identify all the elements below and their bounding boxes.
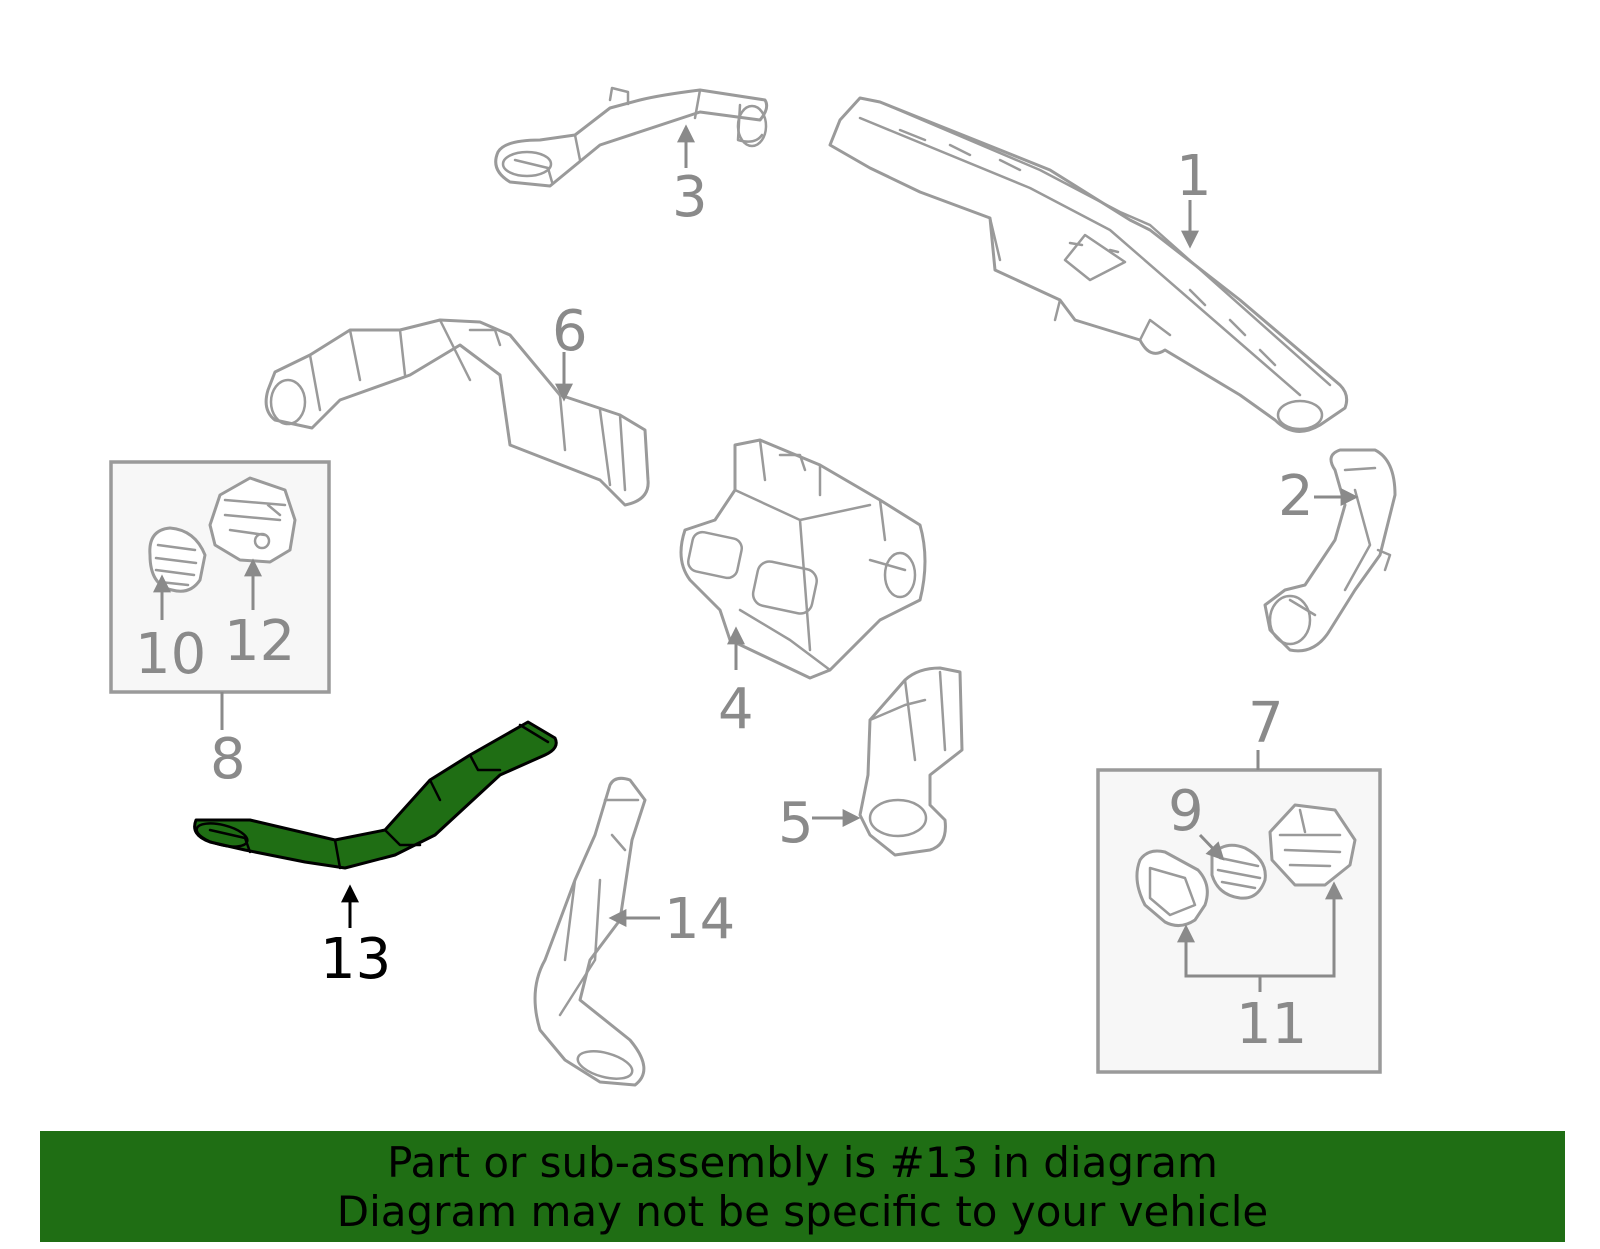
callout-13[interactable]: 13: [320, 927, 391, 992]
part-2-duct[interactable]: [1263, 448, 1397, 653]
part-6-duct[interactable]: [264, 318, 650, 507]
part-5-duct[interactable]: [858, 666, 964, 857]
part-13-highlighted-duct[interactable]: [193, 720, 558, 870]
callout-7[interactable]: 7: [1248, 691, 1284, 756]
callout-9[interactable]: 9: [1168, 779, 1204, 844]
callout-12[interactable]: 12: [224, 609, 295, 674]
info-banner: Part or sub-assembly is #13 in diagram D…: [40, 1131, 1565, 1242]
leader-9: [1198, 833, 1225, 861]
callout-5[interactable]: 5: [778, 791, 814, 856]
callout-2[interactable]: 2: [1278, 464, 1314, 529]
part-4-housing[interactable]: [679, 438, 927, 680]
callout-14[interactable]: 14: [664, 887, 735, 952]
callout-10[interactable]: 10: [135, 622, 206, 687]
banner-line-disclaimer: Diagram may not be specific to your vehi…: [336, 1186, 1269, 1236]
part-1-main-duct[interactable]: [828, 96, 1349, 433]
callout-6[interactable]: 6: [552, 299, 588, 364]
banner-line-part: Part or sub-assembly is #13 in diagram: [387, 1137, 1218, 1187]
callout-1[interactable]: 1: [1176, 144, 1212, 209]
part-11-housing[interactable]: [1268, 803, 1357, 887]
callout-4[interactable]: 4: [718, 677, 754, 742]
callout-8[interactable]: 8: [210, 727, 246, 792]
inset-box-8: [109, 460, 331, 694]
callout-labels: 1 2 3 4 5 6 7 8 9 10 11 12 13 14: [135, 144, 1314, 1057]
callout-11[interactable]: 11: [1236, 992, 1307, 1057]
part-3-duct[interactable]: [494, 86, 769, 188]
part-12-vent-housing[interactable]: [208, 476, 297, 564]
leader-lines: [153, 124, 1359, 992]
callout-3[interactable]: 3: [672, 165, 708, 230]
part-14-duct[interactable]: [533, 776, 647, 1087]
